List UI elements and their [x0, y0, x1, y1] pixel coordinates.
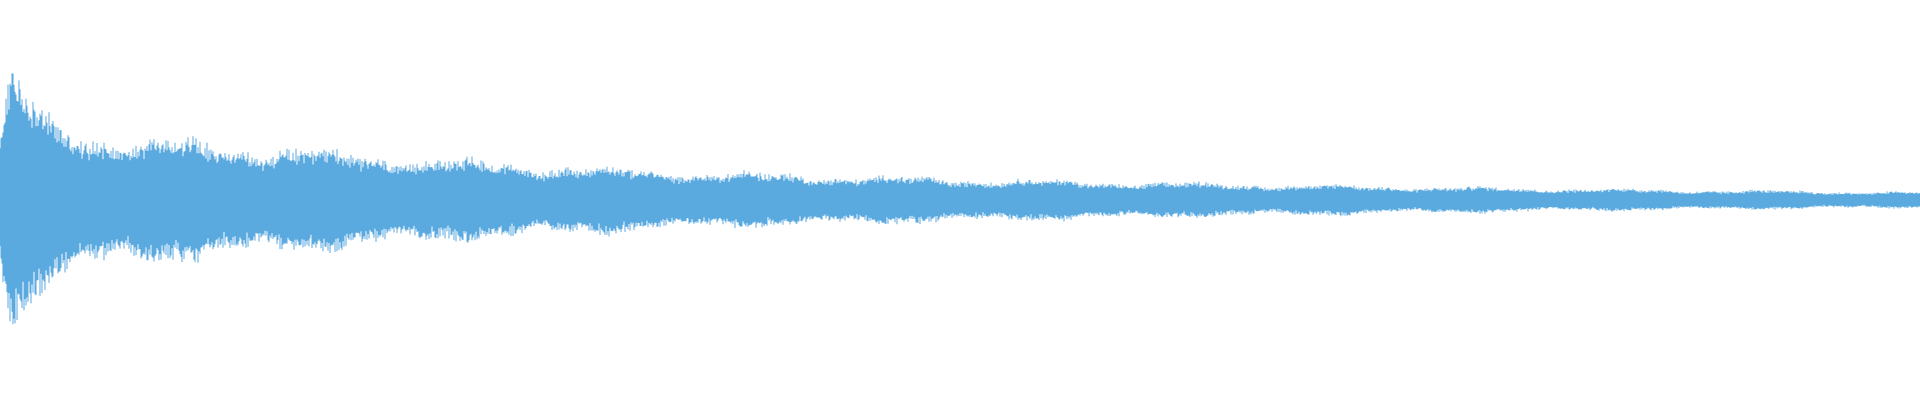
- waveform-core-path: [0, 139, 1920, 261]
- waveform-trace: [0, 73, 1920, 325]
